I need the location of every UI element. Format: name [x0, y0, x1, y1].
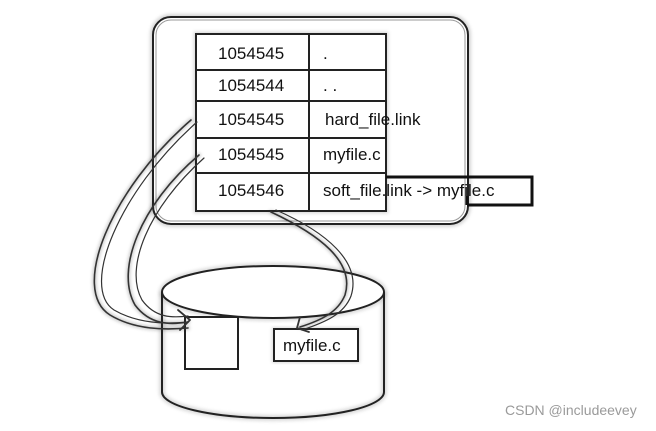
- soft-link-arrow: [269, 209, 354, 333]
- disk-file-label: myfile.c: [283, 336, 341, 355]
- disk-file-block: [272, 327, 360, 363]
- row-3-name: hard_file.link: [325, 110, 421, 129]
- disk-cylinder: [159, 263, 387, 421]
- row-2-name: . .: [323, 76, 337, 95]
- row-2-inode: 1054544: [218, 76, 284, 95]
- inode-table: [193, 31, 389, 214]
- row-4-name: myfile.c: [323, 145, 381, 164]
- soft-link-target-box: [386, 175, 534, 207]
- row-1-name: .: [323, 44, 328, 63]
- row-5-inode: 1054546: [218, 181, 284, 200]
- inode-data-block: [184, 316, 239, 370]
- watermark: CSDN @includeevey: [505, 402, 637, 418]
- hard-link-arrowhead: [177, 309, 191, 331]
- row-5-name: soft_file.link -> myfile.c: [323, 181, 495, 200]
- row-3-inode: 1054545: [218, 110, 284, 129]
- row-4-inode: 1054545: [218, 145, 284, 164]
- hard-link-arrow-inner: [126, 153, 205, 326]
- row-1-inode: 1054545: [218, 44, 284, 63]
